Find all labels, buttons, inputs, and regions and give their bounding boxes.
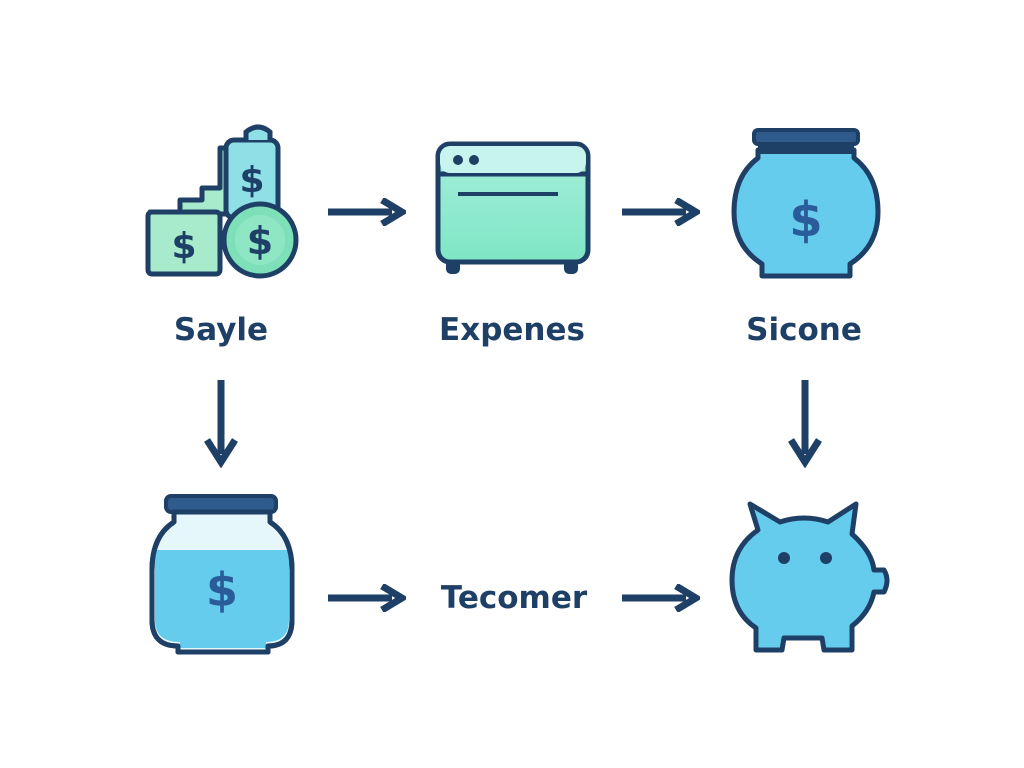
piggy-bank-icon [729,501,890,653]
node-label-sayle: Sayle [173,312,269,348]
arrow-right-icon [622,198,700,226]
svg-text:$: $ [171,226,196,267]
svg-text:$: $ [247,219,273,263]
arrow-right-icon [622,584,700,612]
money-stack-coin-icon: $ $ $ [145,124,299,279]
node-label-sicone: Sicone [746,312,862,348]
money-pot-icon: $ [731,128,881,279]
browser-window-icon [435,141,591,274]
node-label-tecomer: Tecomer [440,580,588,616]
arrow-right-icon [328,198,406,226]
arrow-right-icon [328,584,406,612]
svg-text:$: $ [239,160,264,201]
svg-text:$: $ [789,192,822,248]
node-label-expenes: Expenes [439,312,585,348]
arrow-down-icon [204,380,238,468]
money-jar-icon: $ [149,494,295,655]
svg-text:$: $ [206,563,238,617]
arrow-down-icon [788,380,822,468]
